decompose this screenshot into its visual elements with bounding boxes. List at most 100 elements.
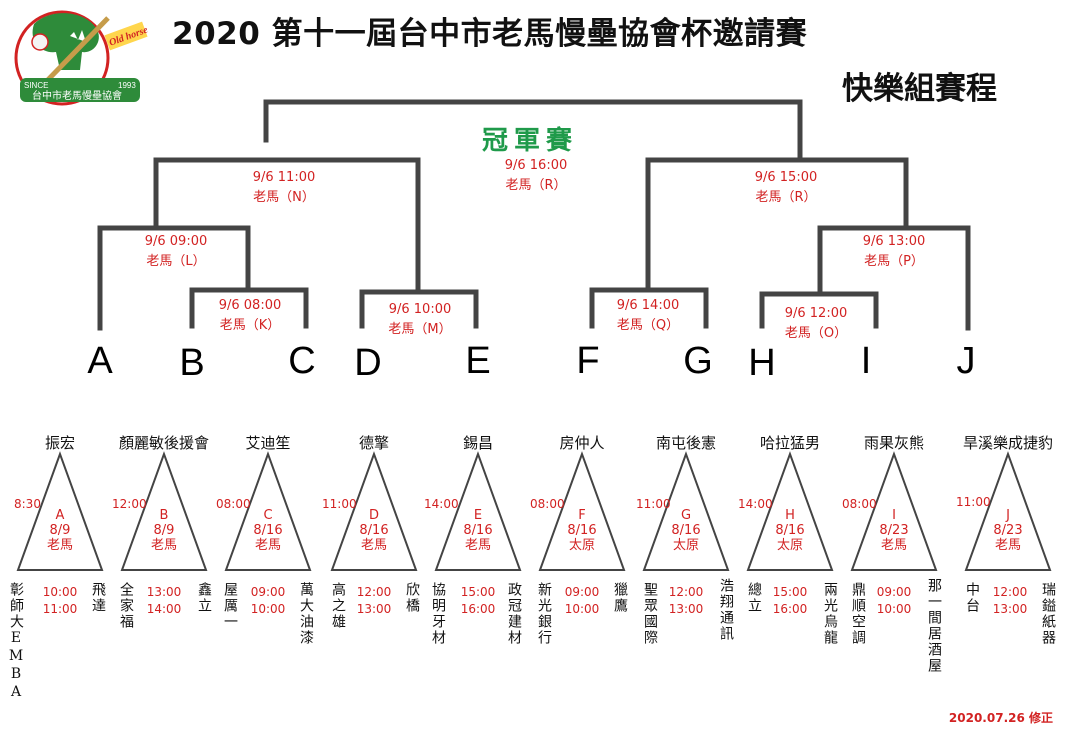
group-a-letter: A (30, 508, 90, 523)
match-q: 9/6 14:00 老馬（Q） (578, 296, 718, 336)
match-p: 9/6 13:00 老馬（P） (824, 232, 964, 272)
group-j-date: 8/23 (978, 523, 1038, 538)
group-c-team: 艾迪笙 (213, 432, 323, 453)
group-j-time-2: 13:00 (988, 601, 1032, 618)
group-j-team: 旱溪樂成捷豹 (953, 432, 1063, 453)
group-i-time-2: 10:00 (872, 601, 916, 618)
group-h-letter: H (760, 508, 820, 523)
group-f-time-1: 09:00 (560, 584, 604, 601)
match-p-time: 9/6 13:00 (824, 232, 964, 252)
match-l: 9/6 09:00 老馬（L） (106, 232, 246, 272)
group-g-date: 8/16 (656, 523, 716, 538)
group-g-info: G 8/16 太原 (656, 508, 716, 553)
match-k: 9/6 08:00 老馬（K） (180, 296, 320, 336)
group-c-right-team: 萬大油漆 (298, 582, 314, 646)
group-h-team: 哈拉猛男 (735, 432, 845, 453)
group-i-info: I 8/23 老馬 (864, 508, 924, 553)
match-q-time: 9/6 14:00 (578, 296, 718, 316)
group-g-letter: G (656, 508, 716, 523)
group-f-time-2: 10:00 (560, 601, 604, 618)
group-j-times: 12:00 13:00 (988, 584, 1032, 618)
group-d-venue: 老馬 (344, 538, 404, 553)
group-f-team: 房仲人 (527, 432, 637, 453)
group-b-times: 13:00 14:00 (142, 584, 186, 618)
group-f-date: 8/16 (552, 523, 612, 538)
bracket-letter-f: F (568, 340, 608, 383)
group-c-time-1: 09:00 (246, 584, 290, 601)
match-r-venue: 老馬（R） (716, 188, 856, 208)
group-b-time-2: 14:00 (142, 601, 186, 618)
group-a-time-1: 10:00 (38, 584, 82, 601)
bracket-letter-e: E (458, 340, 498, 383)
group-b-date: 8/9 (134, 523, 194, 538)
group-g-right-team: 浩翔通訊 (718, 578, 734, 642)
group-e-times: 15:00 16:00 (456, 584, 500, 618)
match-m-time: 9/6 10:00 (350, 300, 490, 320)
group-g-team: 南屯後憲 (631, 432, 741, 453)
group-e-left-team: 協明牙材 (430, 582, 446, 646)
group-e-time-1: 15:00 (456, 584, 500, 601)
group-h-date: 8/16 (760, 523, 820, 538)
group-c-venue: 老馬 (238, 538, 298, 553)
bracket-letter-i: I (846, 340, 886, 383)
group-g-time-1: 12:00 (664, 584, 708, 601)
group-i-right-team: 那一間居酒屋 (926, 578, 942, 674)
final-time: 9/6 16:00 (466, 156, 606, 176)
group-b-venue: 老馬 (134, 538, 194, 553)
bracket-letter-a: A (80, 340, 120, 383)
final-label: 冠軍賽 (460, 120, 600, 157)
group-f-left-team: 新光銀行 (536, 582, 552, 646)
group-e-right-team: 政冠建材 (506, 582, 522, 646)
group-g-times: 12:00 13:00 (664, 584, 708, 618)
group-c-info: C 8/16 老馬 (238, 508, 298, 553)
bracket-lines (0, 0, 1065, 420)
group-f-letter: F (552, 508, 612, 523)
match-p-venue: 老馬（P） (824, 252, 964, 272)
group-a-team: 振宏 (5, 432, 115, 453)
group-d-time-1: 12:00 (352, 584, 396, 601)
group-d-times: 12:00 13:00 (352, 584, 396, 618)
group-a-date: 8/9 (30, 523, 90, 538)
group-h-right-team: 兩光烏龍 (822, 582, 838, 646)
group-b-info: B 8/9 老馬 (134, 508, 194, 553)
group-b-right-team: 鑫立 (196, 582, 212, 614)
match-n: 9/6 11:00 老馬（N） (214, 168, 354, 208)
group-g-left-team: 聖眾國際 (642, 582, 658, 646)
group-f-venue: 太原 (552, 538, 612, 553)
group-a-left-team: 彰師大EMBA (8, 582, 24, 702)
bracket-letter-d: D (348, 342, 388, 385)
group-h-left-team: 總立 (746, 582, 762, 614)
revision-note: 2020.07.26 修正 (949, 709, 1053, 726)
group-c-letter: C (238, 508, 298, 523)
group-h-time-2: 16:00 (768, 601, 812, 618)
group-a-time-2: 11:00 (38, 601, 82, 618)
group-a-right-team: 飛達 (90, 582, 106, 614)
group-b-team: 顏麗敏後援會 (109, 432, 219, 453)
bracket-letter-c: C (282, 340, 322, 383)
group-h-info: H 8/16 太原 (760, 508, 820, 553)
group-j-info: J 8/23 老馬 (978, 508, 1038, 553)
group-e-info: E 8/16 老馬 (448, 508, 508, 553)
group-f-info: F 8/16 太原 (552, 508, 612, 553)
group-j-venue: 老馬 (978, 538, 1038, 553)
group-a-venue: 老馬 (30, 538, 90, 553)
match-r-time: 9/6 15:00 (716, 168, 856, 188)
group-j-left-team: 中台 (964, 582, 980, 614)
group-e-date: 8/16 (448, 523, 508, 538)
group-i-times: 09:00 10:00 (872, 584, 916, 618)
group-e-time-2: 16:00 (456, 601, 500, 618)
match-k-venue: 老馬（K） (180, 316, 320, 336)
group-e-venue: 老馬 (448, 538, 508, 553)
group-d-right-team: 欣橋 (404, 582, 420, 614)
match-n-venue: 老馬（N） (214, 188, 354, 208)
group-i-left-team: 鼎順空調 (850, 582, 866, 646)
group-i-venue: 老馬 (864, 538, 924, 553)
group-g-venue: 太原 (656, 538, 716, 553)
group-h-venue: 太原 (760, 538, 820, 553)
match-r: 9/6 15:00 老馬（R） (716, 168, 856, 208)
match-k-time: 9/6 08:00 (180, 296, 320, 316)
bracket-letter-j: J (946, 340, 986, 383)
group-f-right-team: 獵鷹 (612, 582, 628, 614)
group-c-date: 8/16 (238, 523, 298, 538)
match-m: 9/6 10:00 老馬（M） (350, 300, 490, 340)
